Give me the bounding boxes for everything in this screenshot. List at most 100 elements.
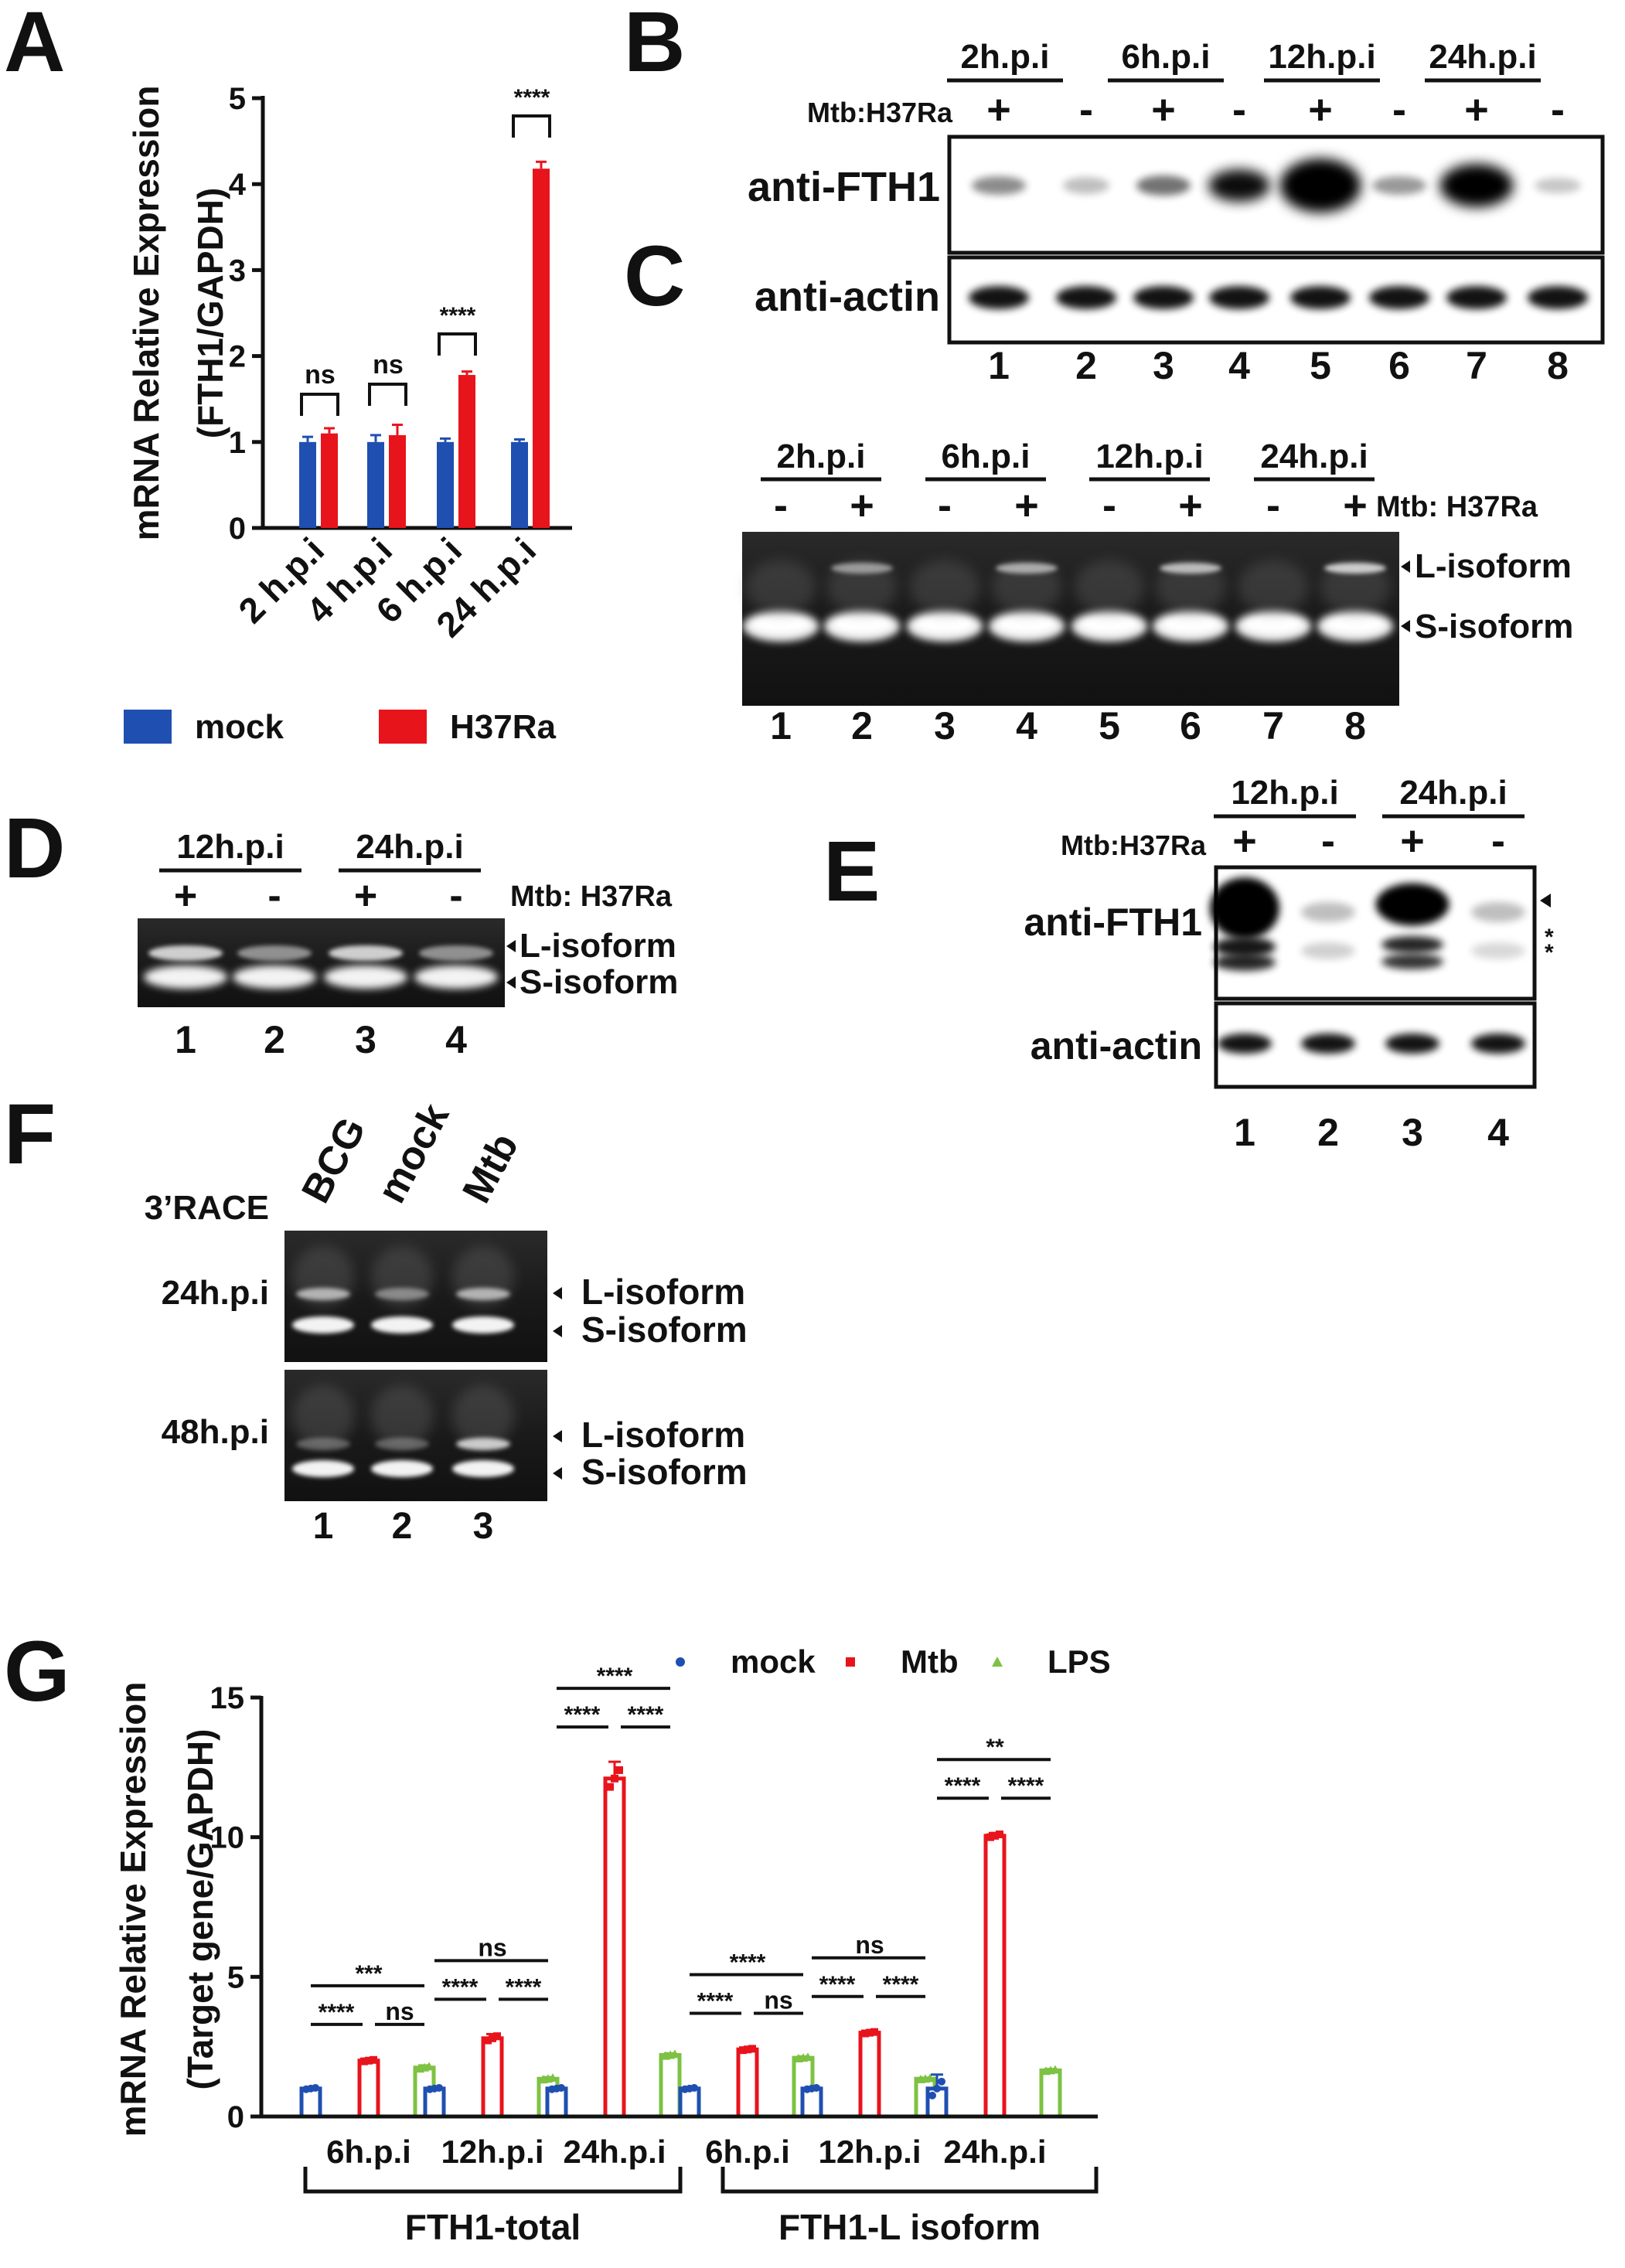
panel-f-smear [292, 1385, 354, 1447]
panel-a-y-tick-label: 0 [229, 512, 246, 546]
panel-d-s-band [324, 965, 407, 989]
panel-f-arrow-l [553, 1430, 562, 1442]
panel-b-sign: + [1151, 87, 1176, 133]
panel-f-arrow-s [553, 1467, 562, 1480]
panel-g-ylabel-1: mRNA Relative Expression [113, 1682, 153, 2137]
panel-g-ylabel-2: (Target gene/GAPDH) [180, 1729, 220, 2090]
panel-b-actin-band [969, 286, 1029, 309]
panel-e-actin-band [1471, 1034, 1525, 1054]
panel-c-smear [1320, 560, 1390, 615]
panel-c-s-band-core [1082, 618, 1136, 632]
panel-f-title: 3’RACE [145, 1189, 269, 1227]
panel-a-legend-swatch-mock [124, 710, 172, 744]
panel-a-ylabel-1: mRNA Relative Expression [126, 86, 166, 541]
panel-c-s-band-core [835, 618, 889, 632]
panel-b-fth1-band [1535, 178, 1581, 193]
panel-g-sig-label: **** [628, 1702, 664, 1728]
panel-e-sign: - [1321, 818, 1335, 864]
panel-d-lane-number: 2 [264, 1018, 285, 1061]
panel-c-lane-number: 2 [851, 704, 873, 747]
panel-d-sign: + [174, 873, 197, 918]
panel-b-fth1-band [972, 176, 1026, 195]
panel-g-legend-marker-mtb [846, 1657, 855, 1667]
panel-f-row-label: 48h.p.i [162, 1413, 269, 1451]
panel-a-legend-swatch-H37Ra [379, 710, 427, 744]
panel-d-lane-number: 1 [175, 1018, 196, 1061]
panel-b-fth1-band [1136, 175, 1191, 196]
panel-b-actin-band [1369, 286, 1429, 309]
panel-g-point-lps [670, 2049, 680, 2059]
panel-g-point-lps [925, 2073, 935, 2082]
panel-g-x-tick-label: 12h.p.i [818, 2133, 921, 2170]
panel-b-actin-band [1056, 286, 1116, 309]
panel-d-l-band [329, 945, 403, 961]
panel-a-bar-mock [511, 441, 528, 528]
panel-f-band-label-l: L-isoform [581, 1415, 745, 1455]
panel-b-fth1-band [1063, 177, 1109, 194]
panel-b-lane-number: 5 [1310, 344, 1331, 387]
panel-b-actin-band [1446, 286, 1507, 309]
panel-c-smear [827, 560, 897, 615]
panel-d-timepoint: 24h.p.i [356, 828, 463, 866]
panel-g-sig-label: **** [697, 1988, 734, 2014]
panel-f-band-label-s: S-isoform [581, 1309, 748, 1350]
panel-d-sign: + [354, 873, 377, 918]
panel-f-s-band [452, 1460, 514, 1477]
panel-g-point-lps [424, 2062, 434, 2071]
panel-g-y-tick-label: 15 [210, 1681, 245, 1715]
panel-f-l-band [375, 1288, 429, 1300]
panel-c-arrow-l [1401, 560, 1410, 573]
panel-e-star: * [1545, 940, 1554, 965]
panel-a-sig-label: ns [373, 350, 404, 380]
panel-c-sign: + [850, 482, 874, 529]
panel-a-bar-H37Ra [321, 433, 338, 528]
panel-g-y-tick-label: 10 [210, 1821, 245, 1855]
panel-g-bar-LPS [1039, 2068, 1062, 2119]
panel-e-actin-band [1385, 1034, 1439, 1054]
panel-g-bar-Mtb [983, 1834, 1007, 2119]
panel-g-bar-Mtb [858, 2031, 881, 2119]
panel-e-lane-number: 2 [1317, 1111, 1339, 1154]
panel-g-x-tick-label: 12h.p.i [441, 2133, 543, 2170]
panel-g-sig-label: **** [506, 1974, 542, 2000]
panel-c-l-band [1160, 563, 1221, 574]
panel-g-y-tick-label: 5 [227, 1960, 244, 1994]
panel-c-sign: + [1178, 482, 1203, 529]
panel-g-sig-label: **** [945, 1773, 981, 1799]
panel-g-sig-label: **** [730, 1950, 766, 1975]
panel-a-bar-H37Ra [458, 375, 475, 528]
panel-f-l-band [296, 1288, 350, 1300]
panel-f-s-band [292, 1460, 354, 1477]
panel-g-point-lps [1051, 2065, 1060, 2074]
panel-b-timepoint: 12h.p.i [1268, 38, 1375, 76]
panel-g-bar-Mtb [357, 2059, 380, 2119]
panel-c-smear [1238, 560, 1308, 615]
panel-b-treatment-label: Mtb:H37Ra [807, 97, 953, 128]
panel-e-fth1-band [1375, 883, 1450, 926]
panel-b-timepoint: 6h.p.i [1122, 38, 1211, 76]
panel-g-sig-label: ns [385, 1997, 414, 2025]
panel-g-point-mtb [365, 2056, 373, 2065]
panel-b-fth1-band [1372, 176, 1426, 195]
panel-f-l-band [375, 1438, 429, 1450]
panel-b-lane-number: 1 [988, 344, 1010, 387]
panel-g-bar-mock [299, 2086, 322, 2119]
panel-b-fth1-band [1439, 164, 1514, 207]
panel-f-lane-number: 2 [392, 1506, 413, 1547]
panel-g-point-mtb [360, 2057, 368, 2065]
panel-g-bar-Mtb [481, 2036, 504, 2119]
panel-g-sig-label: *** [355, 1961, 382, 1987]
panel-g-point-mock [690, 2083, 698, 2092]
panel-e-fth1-band [1471, 902, 1525, 922]
panel-f-s-band [452, 1316, 514, 1333]
panel-a-bar-mock [299, 441, 316, 528]
panel-c-treatment-label: Mtb: H37Ra [1376, 491, 1538, 523]
panel-a-sig-bracket [368, 383, 407, 406]
panel-a-bar-H37Ra [389, 434, 406, 528]
panel-e-fth1-band [1214, 954, 1276, 971]
panel-e-lane-number: 4 [1487, 1111, 1509, 1154]
panel-g-group-bracket [721, 2167, 1099, 2194]
